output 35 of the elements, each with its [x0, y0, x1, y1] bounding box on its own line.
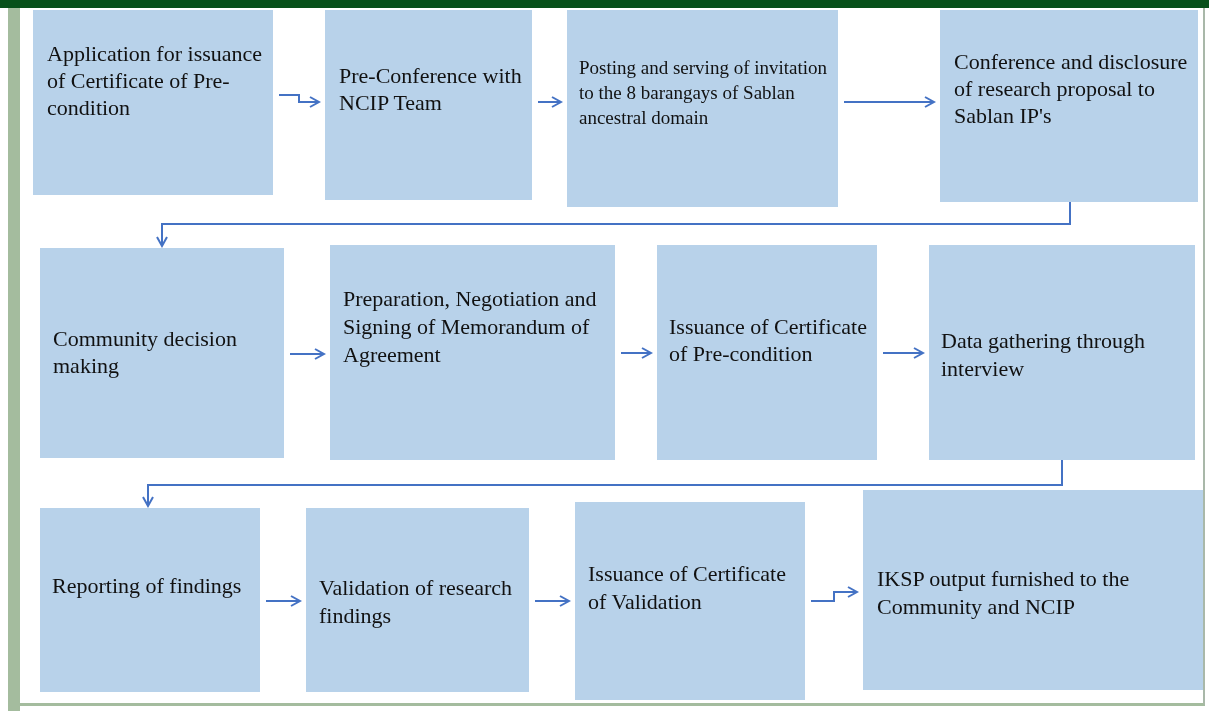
step-text: Issuance of Certificate of Pre-condition — [669, 313, 868, 367]
arrow — [620, 347, 652, 359]
step-text: Community decision making — [53, 325, 238, 379]
process-box — [306, 508, 529, 692]
arrow — [843, 96, 935, 108]
process-box — [40, 248, 284, 458]
process-box — [567, 10, 838, 207]
process-box — [657, 245, 877, 460]
step-text: IKSP output furnished to the Community and NCIP — [877, 565, 1131, 621]
process-box — [940, 10, 1198, 202]
step-text: Issuance of Certificate of Validation — [588, 560, 787, 616]
step-text: Posting and serving of invitation to the 8 barangays of Sablan ancestral domain — [579, 56, 829, 130]
arrow — [289, 348, 325, 360]
arrow — [882, 347, 924, 359]
arrow — [265, 595, 301, 607]
process-box — [325, 10, 532, 200]
step-text: Application for issuance of Certificate of Pre-condition — [47, 40, 264, 121]
process-box — [929, 245, 1195, 460]
process-box — [40, 508, 260, 692]
step-text: Validation of research findings — [319, 574, 514, 630]
arrow — [537, 96, 562, 108]
step-text: Pre-Conference with NCIP Team — [339, 62, 523, 116]
process-box — [863, 490, 1203, 690]
step-text: Preparation, Negotiation and Signing of Memorandum of Agreement — [343, 285, 598, 369]
arrow — [156, 201, 1071, 247]
process-box — [575, 502, 805, 700]
arrow — [534, 595, 570, 607]
arrow — [810, 586, 858, 602]
process-box — [330, 245, 615, 460]
process-box — [33, 10, 273, 195]
step-text: Reporting of findings — [52, 572, 243, 600]
arrow — [278, 94, 320, 108]
step-text: Data gathering through interview — [941, 327, 1147, 383]
arrow — [142, 459, 1063, 507]
step-text: Conference and disclosure of research proposal to Sablan IP's — [954, 48, 1189, 129]
